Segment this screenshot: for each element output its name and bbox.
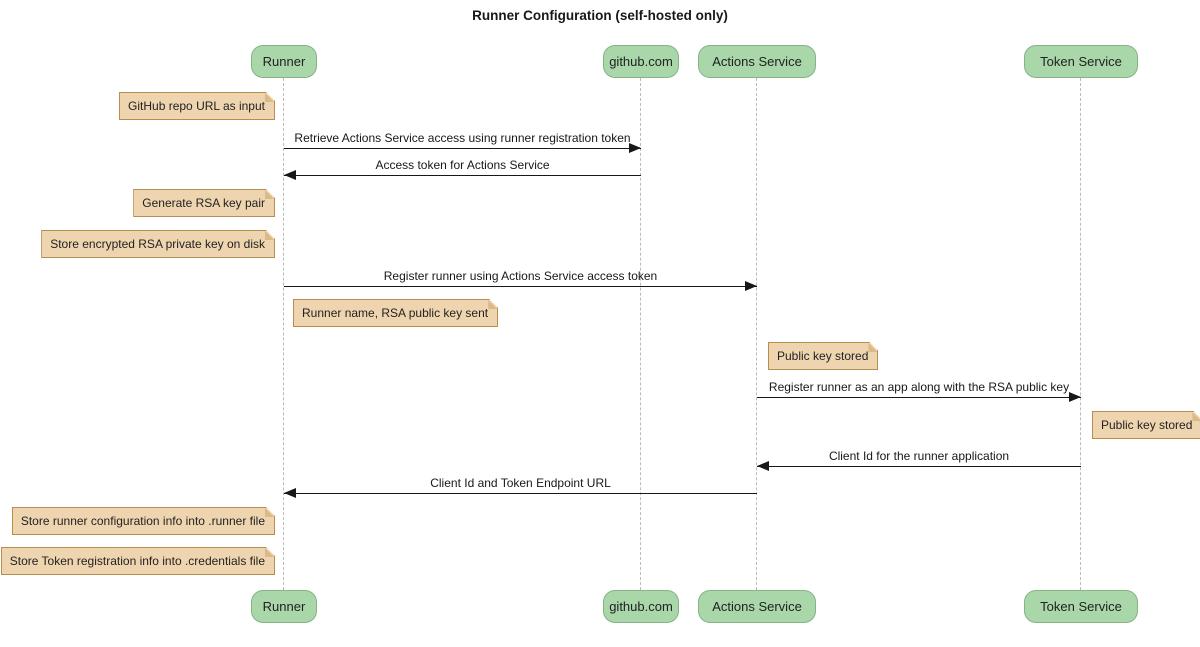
lifeline-actions-service: [756, 78, 757, 590]
note-text: Store runner configuration info into .ru…: [20, 514, 265, 528]
note-fold-icon: [488, 300, 497, 309]
note-store-runner-config: Store runner configuration info into .ru…: [12, 507, 275, 535]
note-text: Store Token registration info into .cred…: [9, 554, 265, 568]
message-retrieve-actions-access-line: [284, 148, 641, 149]
participant-actions-service-top: Actions Service: [698, 45, 816, 78]
message-register-runner-line: [284, 286, 757, 287]
note-fold-icon: [265, 231, 274, 240]
note-text: Runner name, RSA public key sent: [302, 306, 489, 320]
note-store-encrypted-private-key: Store encrypted RSA private key on disk: [41, 230, 275, 258]
note-text: Store encrypted RSA private key on disk: [50, 237, 265, 251]
note-public-key-stored-token: Public key stored: [1092, 411, 1200, 439]
participant-github-bottom: github.com: [603, 590, 679, 623]
note-fold-icon: [265, 508, 274, 517]
note-fold-icon: [265, 93, 274, 102]
message-retrieve-actions-access-label: Retrieve Actions Service access using ru…: [294, 131, 631, 145]
arrowhead-right-icon: [1069, 392, 1081, 402]
message-register-app-label: Register runner as an app along with the…: [768, 380, 1070, 394]
note-generate-rsa-key-pair: Generate RSA key pair: [133, 189, 275, 217]
message-register-runner-label: Register runner using Actions Service ac…: [383, 269, 658, 283]
arrowhead-left-icon: [757, 461, 769, 471]
arrowhead-left-icon: [284, 488, 296, 498]
note-fold-icon: [265, 190, 274, 199]
note-text: Public key stored: [777, 349, 869, 363]
note-public-key-stored-actions: Public key stored: [768, 342, 878, 370]
message-client-id-line: [757, 466, 1081, 467]
note-store-token-registration: Store Token registration info into .cred…: [1, 547, 275, 575]
participant-token-service-bottom: Token Service: [1024, 590, 1138, 623]
note-text: Generate RSA key pair: [142, 196, 265, 210]
participant-runner-bottom: Runner: [251, 590, 317, 623]
participant-token-service-top: Token Service: [1024, 45, 1138, 78]
diagram-title: Runner Configuration (self-hosted only): [472, 8, 728, 23]
note-fold-icon: [868, 343, 877, 352]
message-register-app-line: [757, 397, 1081, 398]
note-runner-name-public-key-sent: Runner name, RSA public key sent: [293, 299, 498, 327]
participant-runner-top: Runner: [251, 45, 317, 78]
message-access-token-label: Access token for Actions Service: [375, 158, 550, 172]
arrowhead-left-icon: [284, 170, 296, 180]
participant-actions-service-bottom: Actions Service: [698, 590, 816, 623]
message-client-id-endpoint-label: Client Id and Token Endpoint URL: [430, 476, 611, 490]
message-client-id-label: Client Id for the runner application: [828, 449, 1010, 463]
arrowhead-right-icon: [629, 143, 641, 153]
participant-github-top: github.com: [603, 45, 679, 78]
lifeline-runner: [283, 78, 284, 590]
arrowhead-right-icon: [745, 281, 757, 291]
message-access-token-line: [284, 175, 641, 176]
lifeline-token-service: [1080, 78, 1081, 590]
note-fold-icon: [1192, 412, 1200, 421]
lifeline-github: [640, 78, 641, 590]
message-client-id-endpoint-line: [284, 493, 757, 494]
note-text: GitHub repo URL as input: [128, 99, 265, 113]
note-text: Public key stored: [1101, 418, 1193, 432]
note-github-repo-url-input: GitHub repo URL as input: [119, 92, 275, 120]
note-fold-icon: [265, 548, 274, 557]
